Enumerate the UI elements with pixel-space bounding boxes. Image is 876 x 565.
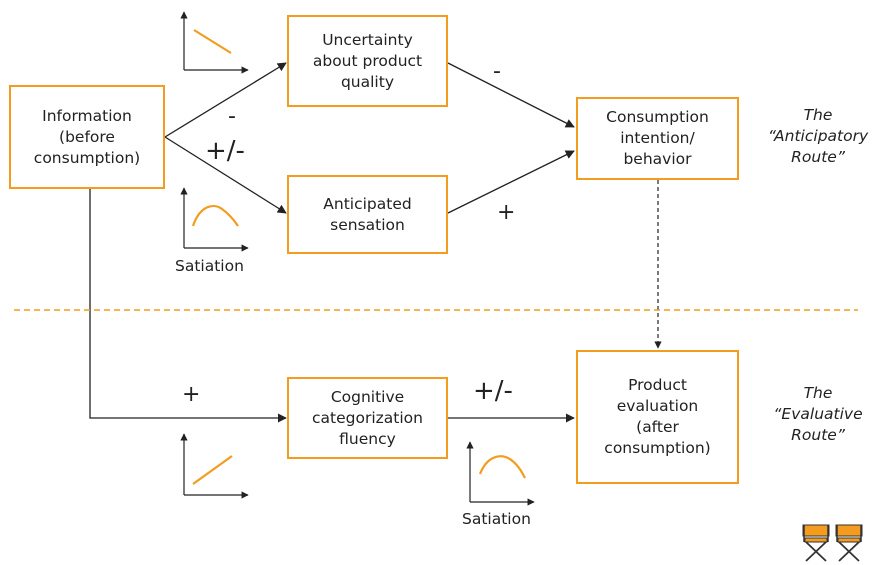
mini-graph-decreasing [180,11,249,74]
sign-info-to-cognitive: + [182,382,201,407]
anticipatory-line-2: “Anticipatory [767,127,869,145]
satiation-caption-bottom: Satiation [462,510,531,528]
uncertainty-line-2: about product [312,51,423,70]
information-line-3: consumption) [33,148,141,167]
cognitive-line-3: fluency [339,429,396,448]
evaluation-line-1: Product [628,376,687,394]
evaluation-line-4: consumption) [604,439,711,457]
arrow-anticipated-to-consumption [447,150,575,214]
anticipated-line-1: Anticipated [323,194,412,213]
evaluative-route-label: The “Evaluative Route” [763,383,873,446]
mini-graph-inverted-u-top [180,187,249,252]
mini-graph-inverted-u-bottom [466,441,535,506]
cognitive-fluency-box: Cognitive categorization fluency [287,377,448,459]
product-evaluation-box: Product evaluation (after consumption) [576,350,739,484]
anticipatory-route-label: The “Anticipatory Route” [763,105,873,168]
uncertainty-line-1: Uncertainty [322,30,413,49]
satiation-caption-top: Satiation [175,257,244,275]
sign-uncertainty-to-consumption: - [493,59,501,84]
sign-info-to-uncertainty: - [228,104,236,129]
sign-cognitive-to-evaluation: +/- [473,376,513,406]
evaluative-line-1: The [803,384,833,402]
sign-info-to-anticipated: +/- [205,136,245,166]
anticipated-line-2: sensation [330,215,405,234]
evaluation-line-3: (after [636,418,679,436]
arrow-uncertainty-to-consumption [447,62,575,128]
consumption-line-3: behavior [623,150,692,168]
consumption-line-2: intention/ [620,129,695,147]
consumption-intention-box: Consumption intention/ behavior [576,97,739,180]
mini-graph-increasing [180,433,249,499]
anticipated-sensation-box: Anticipated sensation [287,175,448,254]
evaluation-line-2: evaluation [616,397,699,415]
information-line-2: (before [59,127,115,146]
evaluative-line-3: Route” [791,426,845,444]
uncertainty-line-3: quality [340,72,394,91]
cognitive-line-2: categorization [312,408,423,427]
director-chair-icon [802,524,830,562]
sign-anticipated-to-consumption: + [497,200,516,225]
consumption-line-1: Consumption [606,108,709,126]
arrow-info-to-uncertainty [164,62,287,138]
cognitive-line-1: Cognitive [330,387,405,406]
arrow-info-to-cognitive [89,189,287,423]
director-chair-icon [835,524,863,562]
arrow-info-to-anticipated [164,136,287,214]
information-box: Information (before consumption) [9,85,165,189]
anticipatory-line-3: Route” [791,148,845,166]
information-line-1: Information [42,106,132,125]
anticipatory-line-1: The [803,106,833,124]
evaluative-line-2: “Evaluative [773,405,863,423]
uncertainty-box: Uncertainty about product quality [287,15,448,107]
